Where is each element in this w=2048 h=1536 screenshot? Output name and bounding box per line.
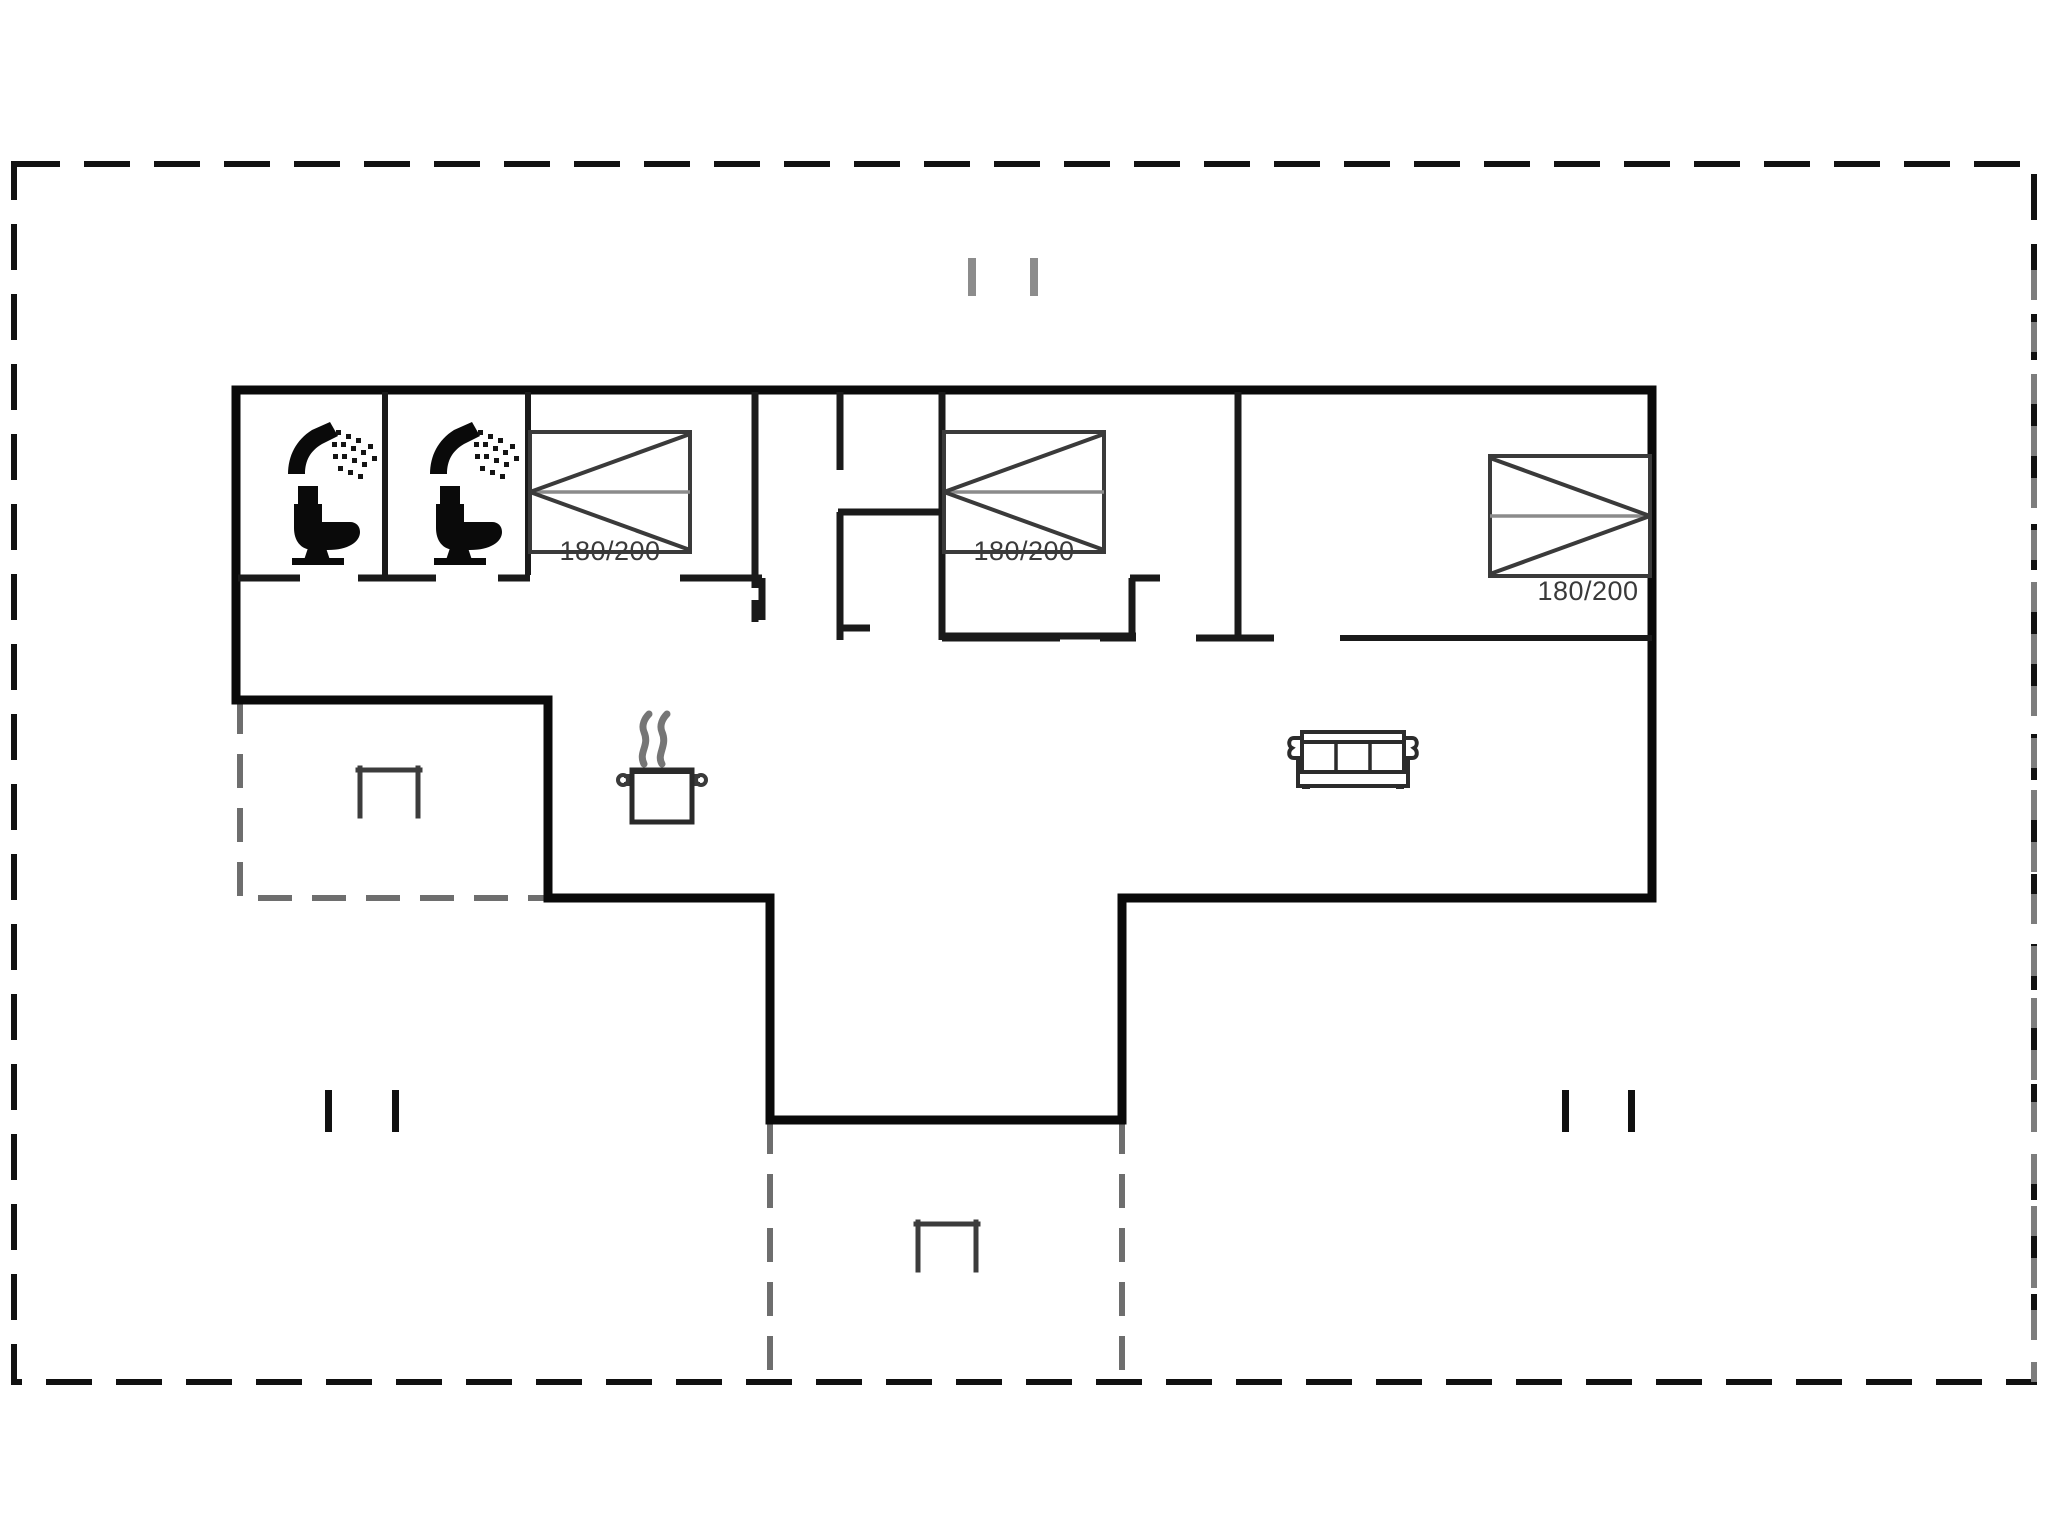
north-tick-marks: [968, 258, 1038, 296]
bed-right-label: 180/200: [1537, 576, 1638, 606]
terrace-south-area: [767, 1120, 1125, 1382]
cooking-pot-icon: [618, 714, 706, 822]
building-outline: [231, 385, 1657, 1125]
table-south-icon: [916, 1222, 978, 1270]
west-tick-marks: [325, 1090, 399, 1132]
interior-walls: [238, 392, 1652, 642]
sofa-icon: [1287, 730, 1419, 791]
bed-middle: 180/200: [942, 430, 1106, 566]
bathroom-right-fixture: [430, 422, 519, 565]
bathroom-left-fixture: [288, 422, 377, 565]
east-tick-marks: [1562, 1090, 1635, 1132]
bed-left: 180/200: [528, 430, 692, 566]
bed-left-label: 180/200: [559, 536, 660, 566]
plot-boundary: [11, 161, 2037, 1385]
table-west-icon: [358, 768, 420, 816]
bed-middle-label: 180/200: [973, 536, 1074, 566]
terrace-west-area: [237, 700, 548, 901]
bed-right: 180/200: [1488, 454, 1652, 606]
